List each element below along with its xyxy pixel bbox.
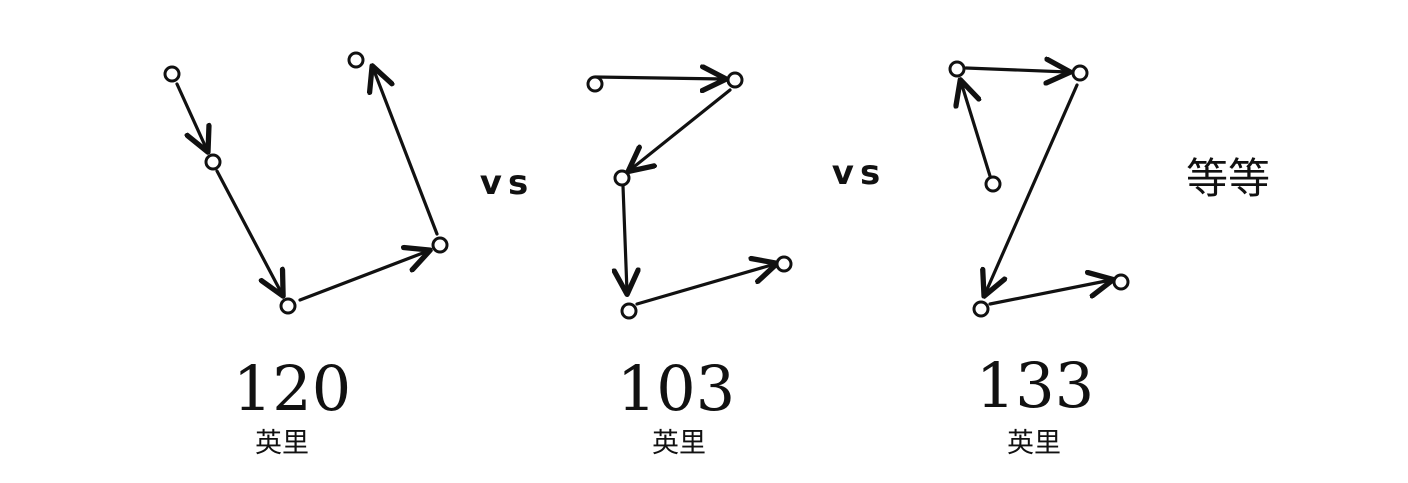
route-2-edge-4 bbox=[635, 264, 775, 306]
route-1-distance: 120 bbox=[233, 352, 351, 425]
route-1-node-2 bbox=[204, 153, 222, 171]
route-1-edge-1 bbox=[175, 82, 207, 150]
route-2-distance: 103 bbox=[617, 352, 735, 425]
route-1-edge-2 bbox=[215, 169, 282, 294]
route-1-node-4 bbox=[431, 236, 449, 254]
route-2-diagram: 103 英里 bbox=[586, 71, 793, 459]
route-1-unit: 英里 bbox=[255, 428, 309, 459]
vs-label-1: vs bbox=[480, 163, 534, 203]
route-2-node-start bbox=[586, 75, 604, 93]
route-2-unit: 英里 bbox=[652, 428, 706, 459]
route-1-node-3 bbox=[279, 297, 297, 315]
route-1-edge-4 bbox=[373, 68, 439, 236]
route-1-node-start bbox=[163, 65, 181, 83]
route-3-node-3 bbox=[1071, 64, 1089, 82]
route-3-edge-4 bbox=[988, 280, 1111, 306]
route-3-edge-1 bbox=[961, 82, 992, 178]
route-2-node-2 bbox=[726, 71, 744, 89]
etc-label: 等等 bbox=[1186, 154, 1270, 203]
route-1-diagram: 120 英里 bbox=[163, 51, 449, 459]
route-2-node-end bbox=[775, 255, 793, 273]
route-1-node-end bbox=[347, 51, 365, 69]
route-3-diagram: 133 英里 bbox=[948, 60, 1130, 459]
route-3-edge-2 bbox=[964, 68, 1068, 72]
route-2-node-3 bbox=[613, 169, 631, 187]
route-2-node-4 bbox=[620, 302, 638, 320]
route-2-edge-1 bbox=[593, 77, 724, 79]
route-3-edge-3 bbox=[985, 83, 1079, 294]
route-3-node-4 bbox=[972, 300, 990, 318]
route-3-unit: 英里 bbox=[1007, 428, 1061, 459]
route-2-edge-2 bbox=[630, 88, 732, 170]
route-1-edge-3 bbox=[298, 251, 428, 302]
vs-label-2: vs bbox=[832, 153, 886, 193]
route-3-node-2 bbox=[948, 60, 966, 78]
route-3-distance: 133 bbox=[976, 349, 1094, 422]
route-3-node-start bbox=[984, 175, 1002, 193]
route-3-node-end bbox=[1112, 273, 1130, 291]
route-2-edge-3 bbox=[623, 184, 627, 292]
